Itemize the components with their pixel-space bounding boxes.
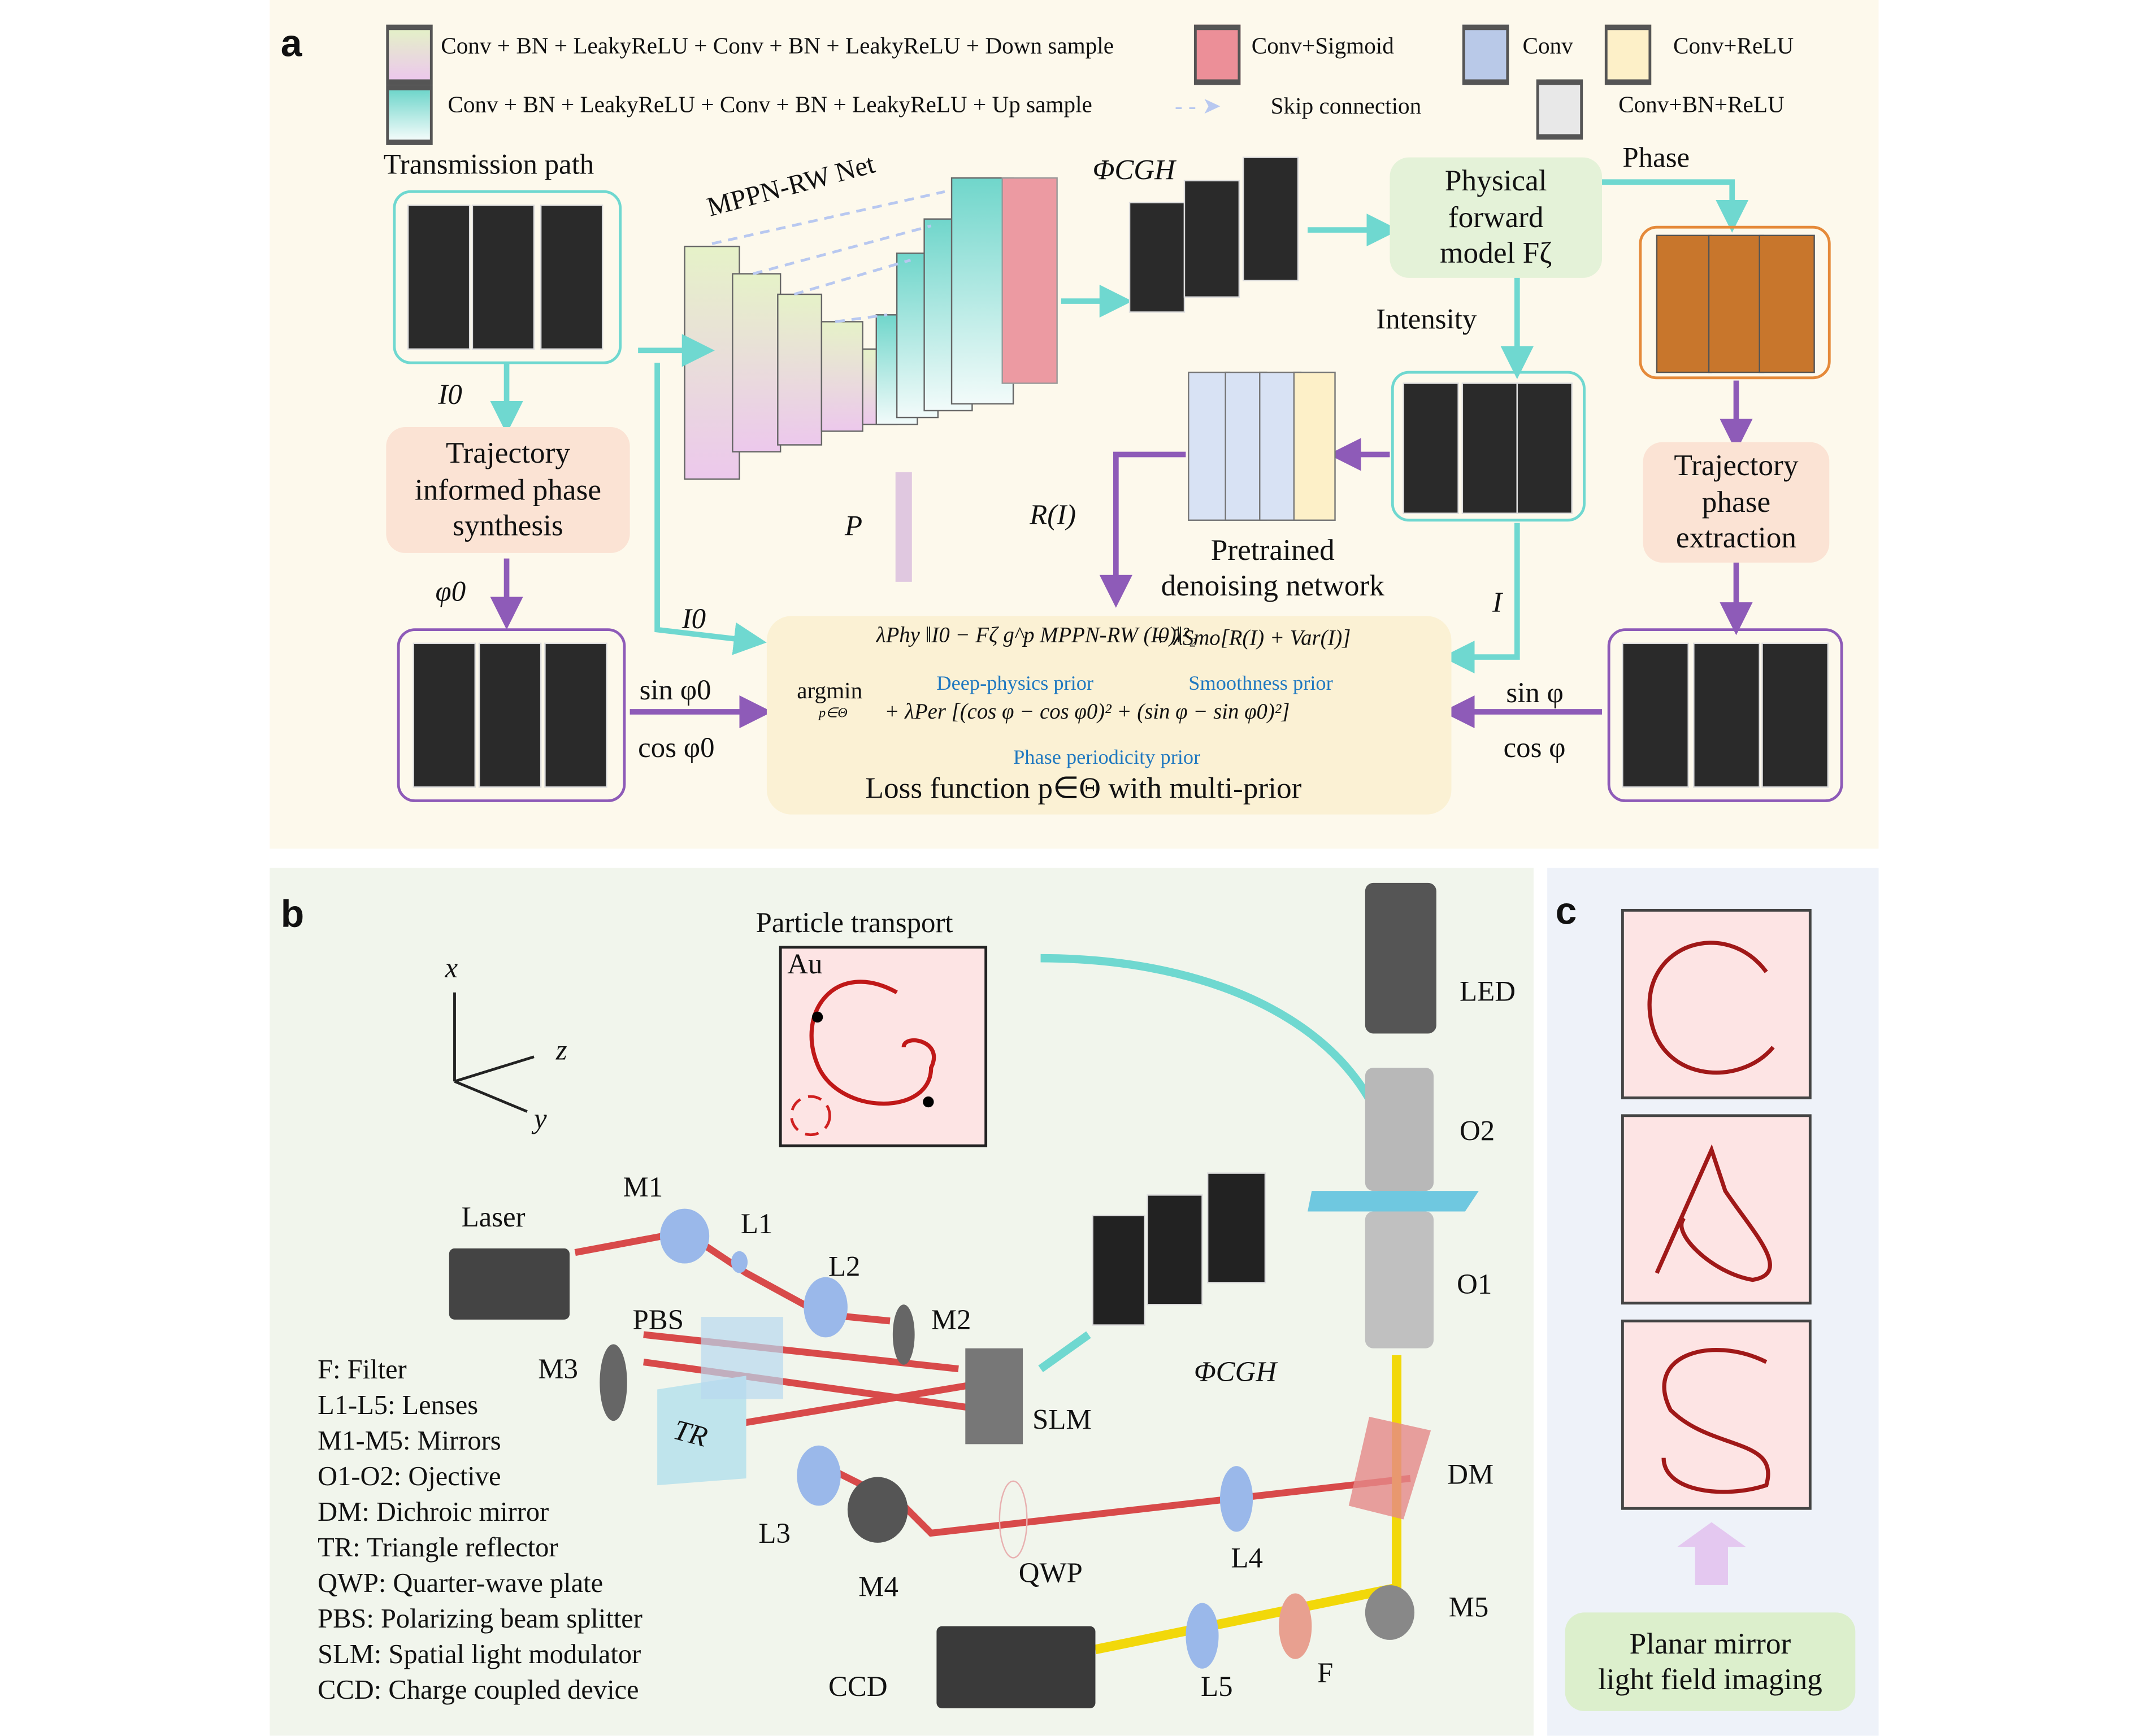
phase-periodicity-prior: Phase periodicity prior	[1013, 747, 1201, 769]
axis-z: z	[555, 1033, 567, 1067]
ccd-label: CCD	[828, 1670, 888, 1703]
legend-item: M1-M5: Mirrors	[318, 1426, 501, 1457]
legend-skip: Skip connection	[1270, 93, 1422, 119]
cos-phi0-label: cos φ0	[638, 730, 715, 764]
legend-encoder: Conv + BN + LeakyReLU + Conv + BN + Leak…	[441, 33, 1114, 59]
o1-label: O1	[1457, 1267, 1492, 1300]
legend-item: PBS: Polarizing beam splitter	[318, 1604, 642, 1635]
laser-label: Laser	[461, 1200, 526, 1234]
deep-physics-term: λPhy ‖I0 − Fζ g^p MPPN-RW (I0)‖²₂	[876, 624, 1197, 648]
encoder-blocks	[684, 245, 898, 480]
phase-periodicity-term: + λPer [(cos φ − cos φ0)² + (sin φ − sin…	[884, 701, 1290, 724]
argmin-sub: p∈Θ	[819, 706, 848, 721]
m3-label: M3	[538, 1352, 579, 1386]
panel-b-label: b	[280, 892, 305, 935]
legend-item: O1-O2: Ojective	[318, 1461, 501, 1493]
deep-physics-prior: Deep-physics prior	[936, 673, 1093, 695]
dm-label: DM	[1447, 1457, 1494, 1491]
pretrained-denoising-label: Pretrained denoising network	[1161, 532, 1384, 603]
legend-item: DM: Dichroic mirror	[318, 1497, 549, 1528]
intensity-label: Intensity	[1376, 302, 1477, 336]
cos-phi-label: cos φ	[1503, 730, 1566, 764]
sin-phi0-label: sin φ0	[639, 673, 711, 707]
l3-label: L3	[758, 1516, 791, 1550]
particle-transport-title: Particle transport	[756, 906, 953, 939]
l2-label: L2	[828, 1250, 861, 1283]
smoothness-prior: Smoothness prior	[1188, 673, 1333, 695]
loss-caption: Loss function p∈Θ with multi-prior	[865, 771, 1302, 805]
transmission-path-label: Transmission path	[383, 147, 594, 181]
phase-label: Phase	[1622, 141, 1690, 174]
legend-cube-decoder	[386, 85, 433, 145]
legend-relu: Conv+ReLU	[1673, 33, 1794, 59]
legend-bnrelu: Conv+BN+ReLU	[1618, 92, 1785, 118]
decoder-blocks	[875, 177, 1058, 425]
p-label: P	[845, 509, 863, 542]
slm-label: SLM	[1032, 1403, 1092, 1436]
legend-decoder: Conv + BN + LeakyReLU + Conv + BN + Leak…	[448, 92, 1092, 118]
legend-item: F: Filter	[318, 1355, 407, 1386]
trajectory-phase-synthesis: Trajectory informed phase synthesis	[386, 427, 630, 553]
phi0-label: φ0	[435, 575, 466, 608]
f-label: F	[1317, 1656, 1334, 1690]
laser-body	[449, 1248, 570, 1320]
physical-forward-model: Physical forward model Fζ	[1390, 157, 1603, 278]
o2-label: O2	[1460, 1114, 1495, 1147]
trajectory-phase-extraction: Trajectory phase extraction	[1643, 442, 1830, 563]
m2-label: M2	[931, 1303, 971, 1336]
l5-label: L5	[1201, 1670, 1233, 1703]
legend-item: CCD: Charge coupled device	[318, 1675, 639, 1706]
pbs-label: PBS	[632, 1303, 684, 1336]
l4-label: L4	[1231, 1541, 1263, 1574]
legend-cube-bnrelu	[1536, 79, 1583, 140]
sin-phi-label: sin φ	[1506, 676, 1564, 710]
panel-a-label: a	[280, 21, 302, 64]
legend-conv: Conv	[1522, 33, 1573, 59]
loss-function-box: argmin p∈Θ λPhy ‖I0 − Fζ g^p MPPN-RW (I0…	[766, 616, 1452, 815]
axis-y: y	[534, 1102, 547, 1135]
legend-cube-encoder	[386, 24, 433, 85]
planar-mirror-caption: Planar mirror light field imaging	[1565, 1612, 1856, 1711]
r-i-label: R(I)	[1030, 498, 1076, 532]
m5-label: M5	[1448, 1590, 1489, 1624]
axis-x: x	[445, 951, 458, 985]
component-legend: F: Filter L1-L5: Lenses M1-M5: Mirrors O…	[318, 1352, 642, 1708]
legend-item: L1-L5: Lenses	[318, 1390, 479, 1421]
argmin: argmin	[797, 677, 863, 704]
qwp-label: QWP	[1018, 1556, 1083, 1590]
i0-arrow-label: I0	[681, 602, 706, 636]
skip-arrow-icon: - - ➤	[1175, 93, 1222, 119]
m1-label: M1	[623, 1170, 663, 1203]
i-label: I	[1492, 586, 1503, 619]
panel-c-label: c	[1555, 890, 1577, 933]
legend-item: QWP: Quarter-wave plate	[318, 1568, 604, 1599]
phi-cgh-b-label: ΦCGH	[1193, 1355, 1277, 1389]
legend-item: TR: Triangle reflector	[318, 1533, 558, 1564]
phi-cgh-label: ΦCGH	[1092, 153, 1175, 186]
legend-item: SLM: Spatial light modulator	[318, 1639, 641, 1670]
legend-cube-sigmoid	[1193, 24, 1241, 85]
led-label: LED	[1460, 974, 1516, 1008]
au-label: Au	[787, 947, 823, 980]
legend-sigmoid: Conv+Sigmoid	[1251, 33, 1394, 59]
legend-cube-relu	[1604, 24, 1652, 85]
legend-cube-conv	[1462, 24, 1509, 85]
smoothness-term: + λSmo[R(I) + Var(I)]	[1153, 626, 1351, 650]
i0-label: I0	[438, 377, 462, 411]
m4-label: M4	[858, 1570, 899, 1603]
l1-label: L1	[740, 1207, 773, 1241]
